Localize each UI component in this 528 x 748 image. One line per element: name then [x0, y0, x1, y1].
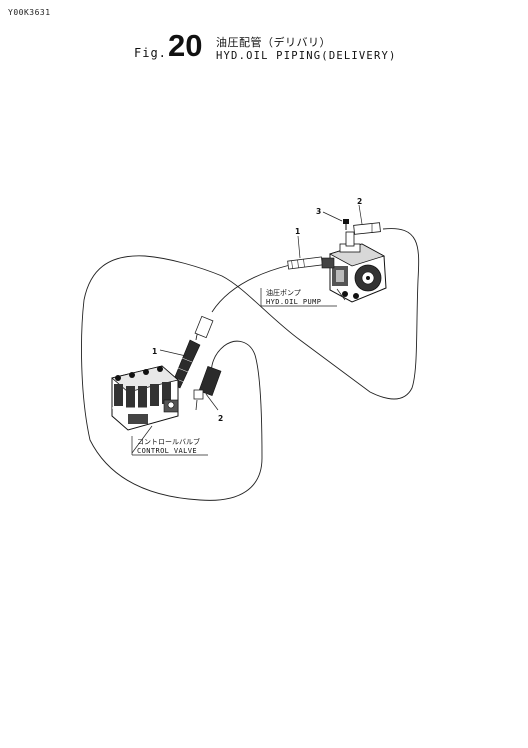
bolt-3 [343, 219, 349, 230]
hose-1-upper [211, 264, 291, 313]
leader-fitting-2-lower [205, 393, 219, 411]
callout-fitting-2-upper: 2 [357, 197, 362, 206]
callout-bolt-3: 3 [316, 207, 321, 216]
leader-hose-1-lower [159, 349, 187, 357]
figure-number: 20 [168, 28, 203, 63]
figure-prefix: Fig. [134, 46, 167, 60]
fitting-2-lower [193, 366, 222, 411]
valve-label-bracket [131, 436, 208, 456]
hose-1-lower [171, 315, 214, 389]
figure-title-english: HYD.OIL PIPING(DELIVERY) [216, 50, 397, 62]
leader-valve-label [131, 425, 153, 454]
valve-label-japanese: コントロールバルブ [137, 437, 200, 446]
callout-hose-1-lower: 1 [152, 347, 157, 356]
callout-hose-1-upper: 1 [295, 227, 300, 236]
leader-pump-label [336, 288, 346, 301]
leader-bolt-3 [322, 211, 343, 222]
pump-label-japanese: 油圧ポンプ [266, 288, 301, 297]
fitting-2-upper [345, 222, 381, 247]
leader-hose-1-upper [297, 235, 301, 259]
hydraulic-pump [321, 243, 387, 303]
document-id: Y00K3631 [8, 8, 51, 17]
hose-1-upper-fitting [287, 256, 323, 270]
pump-label-bracket [260, 288, 337, 307]
hose-loop-outline [81, 228, 420, 501]
figure-title-japanese: 油圧配管（デリバリ） [216, 36, 331, 49]
valve-label-english: CONTROL VALVE [137, 447, 197, 455]
control-valve [111, 365, 179, 431]
leader-fitting-2-upper [358, 204, 363, 225]
pump-label-english: HYD.OIL PUMP [266, 298, 321, 306]
callout-fitting-2-lower: 2 [218, 414, 223, 423]
